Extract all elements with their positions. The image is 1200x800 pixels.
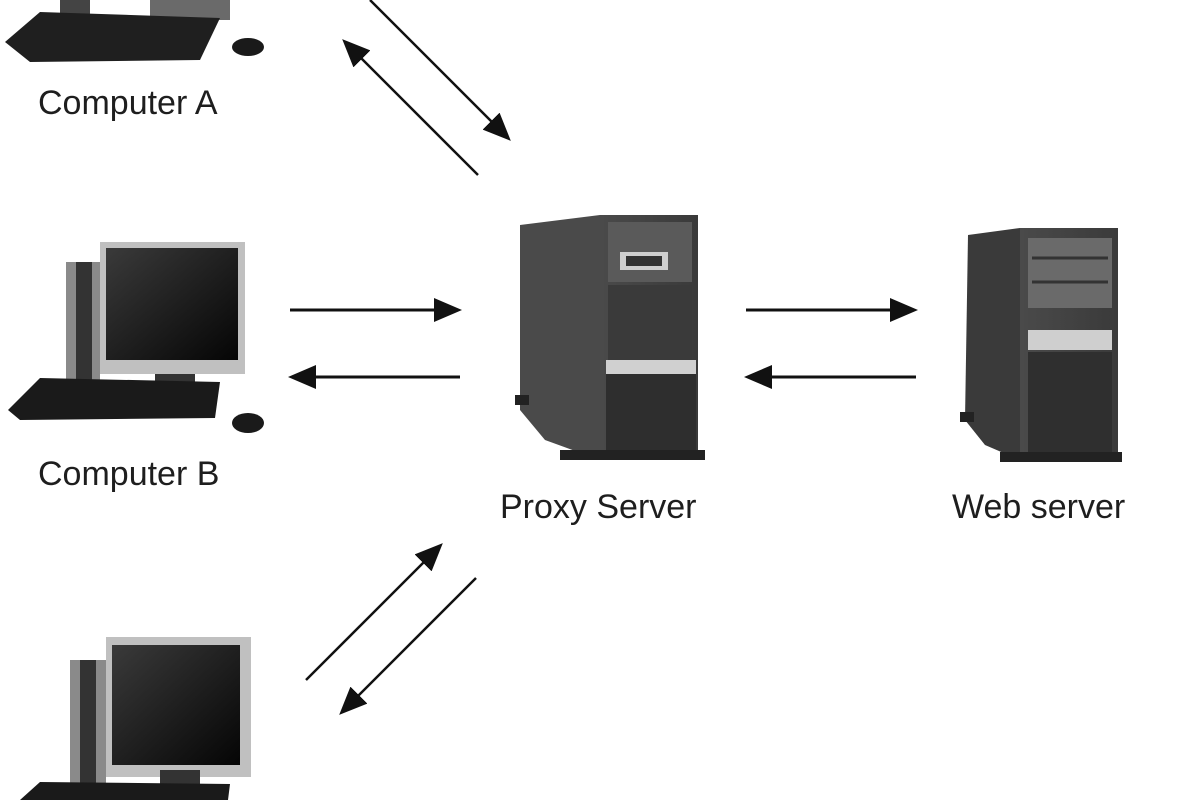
proxy-server-label: Proxy Server <box>500 488 697 526</box>
computer-b-node <box>8 242 264 433</box>
computer-a-node <box>5 0 264 62</box>
arrow-proxy-to-a <box>342 39 479 176</box>
proxy-server-node <box>515 215 705 460</box>
mouse-icon <box>232 413 264 433</box>
computer-c-node <box>20 637 251 800</box>
computer-a-label: Computer A <box>38 84 218 122</box>
arrow-c-to-proxy <box>305 543 443 681</box>
mouse-icon <box>232 38 264 56</box>
arrow-proxy-to-c <box>339 577 477 715</box>
web-server-node <box>960 228 1122 462</box>
web-server-label: Web server <box>952 488 1126 526</box>
keyboard-icon <box>5 12 220 62</box>
keyboard-icon <box>8 378 220 420</box>
arrow-a-to-proxy <box>369 0 511 141</box>
computer-b-label: Computer B <box>38 455 220 493</box>
keyboard-icon <box>20 782 230 800</box>
